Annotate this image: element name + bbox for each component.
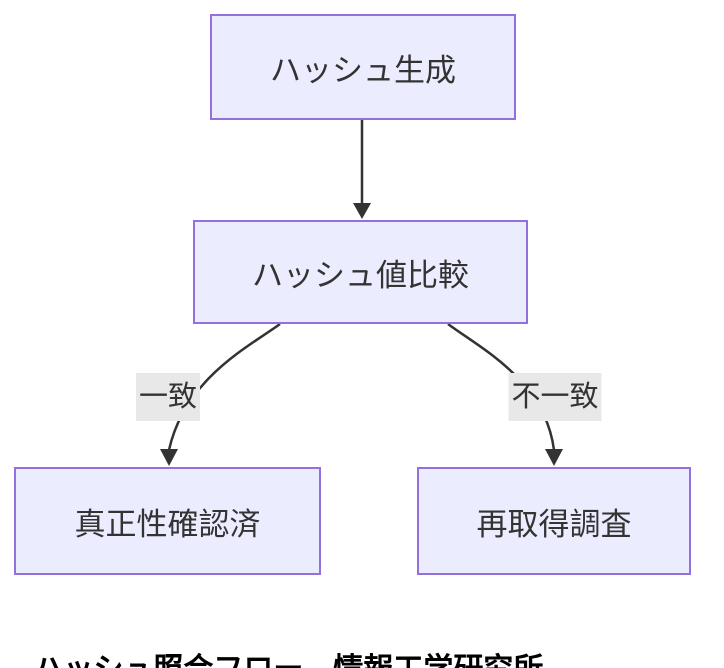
node-hash-generation-label: ハッシュ生成: [270, 52, 456, 88]
node-hash-value-compare: ハッシュ値比較: [193, 220, 528, 324]
edge-compare-to-reacquire: [447, 322, 563, 466]
diagram-caption: ハッシュ照合フロー 情報工学研究所: [0, 610, 551, 668]
edge-hash-generation-to-compare: [353, 120, 371, 219]
edge-label-mismatch: 不一致: [508, 373, 602, 421]
node-hash-value-compare-label: ハッシュ値比較: [252, 257, 469, 293]
diagram-caption-text: ハッシュ照合フロー 情報工学研究所: [33, 644, 551, 668]
edge-compare-to-verified: [160, 322, 281, 466]
node-reacquire-investigation: 再取得調査: [417, 467, 691, 575]
node-reacquire-investigation-label: 再取得調査: [476, 506, 632, 542]
node-authenticity-verified: 真正性確認済: [14, 467, 321, 575]
node-hash-generation: ハッシュ生成: [210, 14, 516, 120]
edge-label-match: 一致: [135, 373, 201, 421]
node-authenticity-verified-label: 真正性確認済: [74, 506, 261, 542]
